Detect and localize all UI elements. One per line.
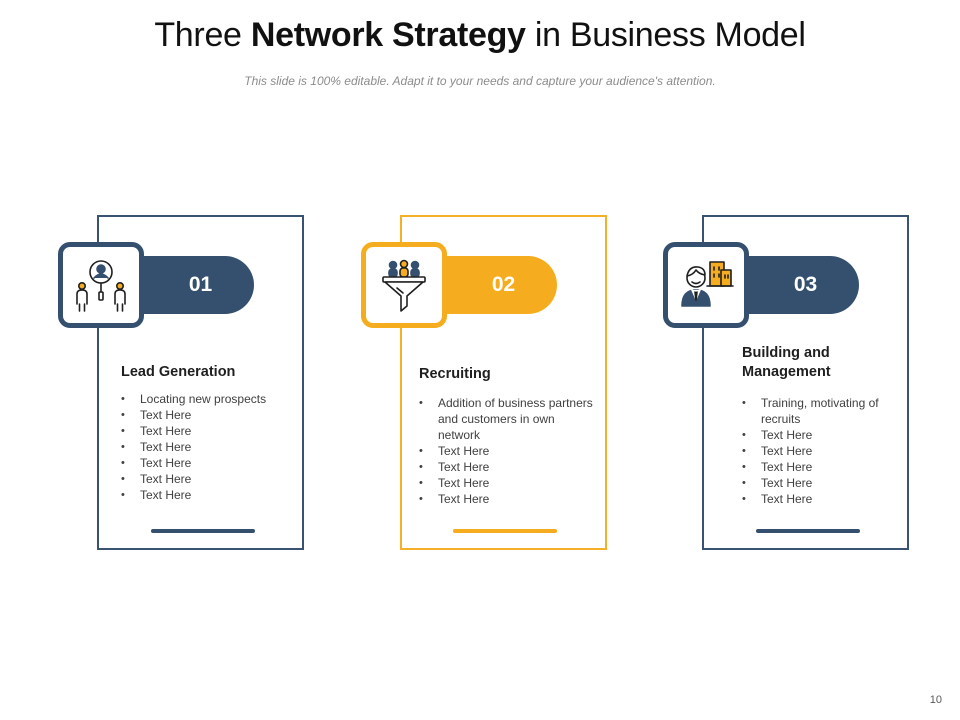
list-item: Locating new prospects (121, 391, 296, 407)
title-prefix: Three (154, 16, 242, 54)
funnel-people-icon (361, 242, 447, 328)
card-title: Lead Generation (121, 364, 236, 380)
card-number-badge: 03 (744, 256, 859, 314)
card-accent-bar (453, 529, 557, 533)
list-item: Training, motivating of recruits (742, 395, 892, 427)
list-item: Text Here (419, 443, 597, 459)
title-suffix: in Business Model (534, 16, 806, 54)
card-accent-bar (151, 529, 255, 533)
list-item: Text Here (419, 475, 597, 491)
lead-generation-icon (58, 242, 144, 328)
list-item: Text Here (419, 491, 597, 507)
list-item: Text Here (742, 491, 892, 507)
list-item: Text Here (742, 427, 892, 443)
card-number-badge: 01 (139, 256, 254, 314)
list-item: Text Here (121, 455, 296, 471)
slide-title: Three Network Strategy in Business Model (0, 16, 960, 55)
list-item: Text Here (121, 423, 296, 439)
card-title: Building and Management (742, 345, 831, 380)
list-item: Text Here (121, 407, 296, 423)
page-number: 10 (929, 694, 942, 706)
title-bold: Network Strategy (250, 16, 526, 54)
card-bullet-list: Training, motivating of recruits Text He… (742, 395, 892, 507)
list-item: Text Here (121, 471, 296, 487)
card-title: Recruiting (419, 366, 491, 382)
list-item: Text Here (742, 443, 892, 459)
list-item: Addition of business partners and custom… (419, 395, 597, 443)
list-item: Text Here (419, 459, 597, 475)
list-item: Text Here (121, 439, 296, 455)
card-accent-bar (756, 529, 860, 533)
card-bullet-list: Locating new prospects Text Here Text He… (121, 391, 296, 503)
card-number-badge: 02 (442, 256, 557, 314)
list-item: Text Here (121, 487, 296, 503)
businessman-building-icon (663, 242, 749, 328)
slide-subtitle: This slide is 100% editable. Adapt it to… (244, 74, 716, 88)
card-bullet-list: Addition of business partners and custom… (419, 395, 597, 507)
list-item: Text Here (742, 459, 892, 475)
list-item: Text Here (742, 475, 892, 491)
